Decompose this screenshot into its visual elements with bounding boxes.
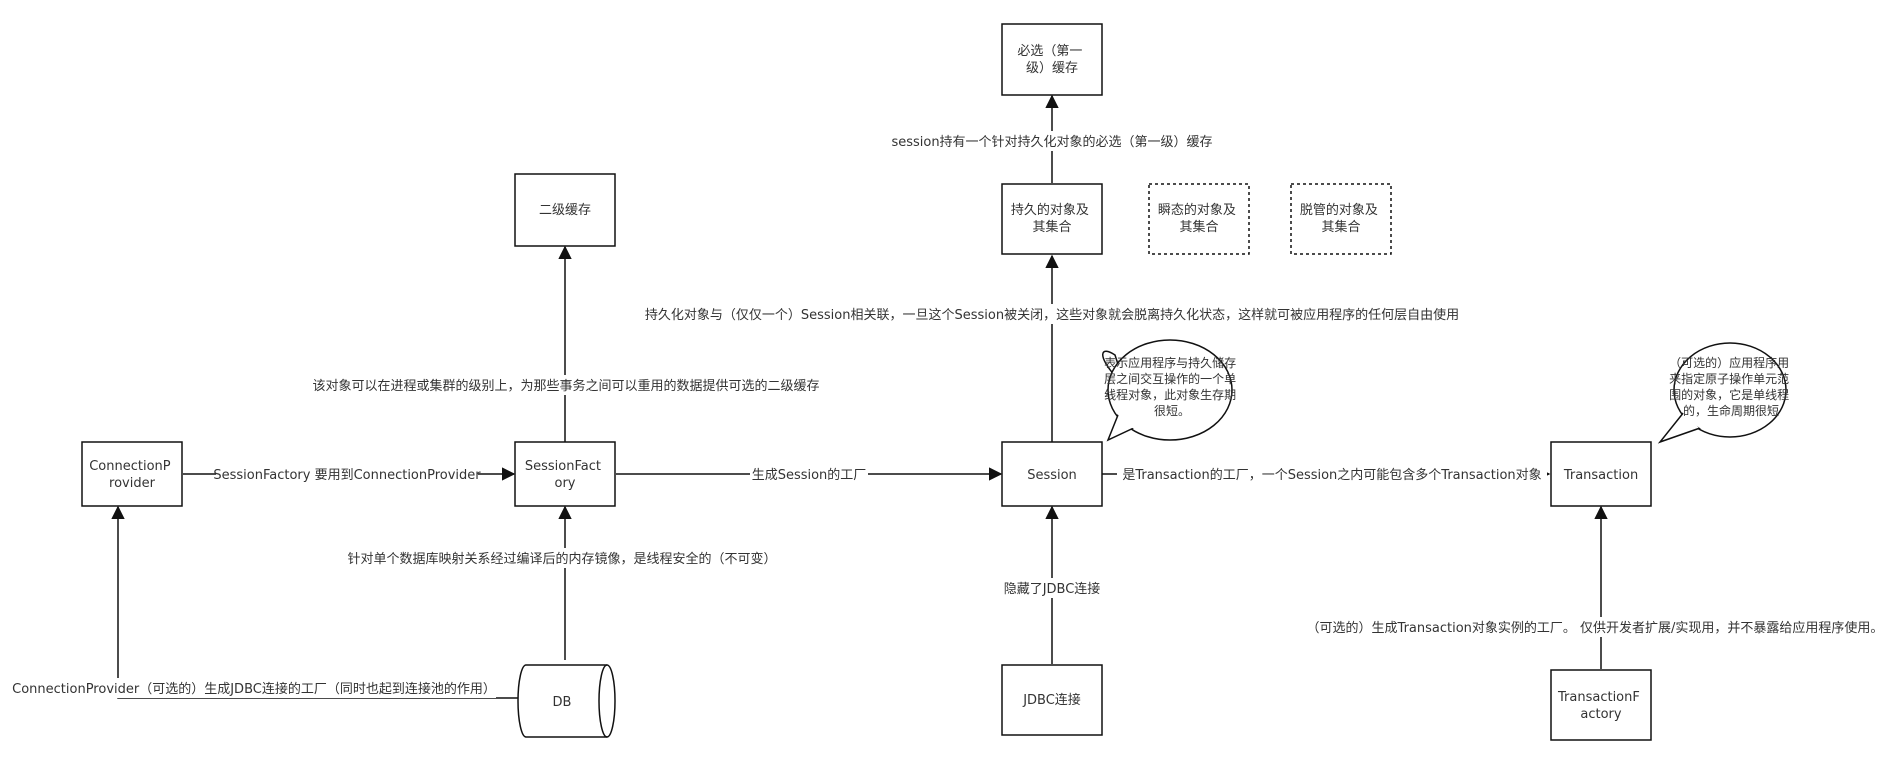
label-transaction: Transaction <box>1563 468 1638 483</box>
edge-label-session-to-tx: 是Transaction的工厂，一个Session之内可能包含多个Transac… <box>1122 467 1541 483</box>
node-detached-objects <box>1290 183 1392 255</box>
label-second-level-cache: 二级缓存 <box>539 203 591 218</box>
label-detached-objects: 脱管的对象及 其集合 <box>1300 202 1382 235</box>
edge-db-to-cp <box>111 505 519 699</box>
node-first-level-cache <box>1001 23 1103 96</box>
node-connection-provider <box>81 441 183 507</box>
label-first-level-cache: 必选（第一 级）缓存 <box>1017 44 1086 76</box>
label-transient-objects: 瞬态的对象及 其集合 <box>1158 202 1240 235</box>
edge-label-persistent-to-cache1: session持有一个针对持久化对象的必选（第一级）缓存 <box>891 134 1212 150</box>
node-second-level-cache <box>514 173 616 247</box>
callout-transaction-text: （可选的）应用程序用 来指定原子操作单元范 围的对象，它是单线程 的，生命周期很… <box>1669 355 1793 418</box>
node-session <box>1001 441 1103 507</box>
label-connection-provider: ConnectionP rovider <box>89 459 175 491</box>
edge-label-cp-to-sf: SessionFactory 要用到ConnectionProvider <box>213 468 481 483</box>
edge-label-db-to-cp: ConnectionProvider（可选的）生成JDBC连接的工厂（同时也起到… <box>12 681 496 697</box>
label-jdbc: JDBC连接 <box>1022 692 1081 708</box>
edge-label-sf-to-cache2: 该对象可以在进程或集群的级别上，为那些事务之间可以重用的数据提供可选的二级缓存 <box>312 378 819 394</box>
node-persistent-objects <box>1001 183 1103 255</box>
node-db <box>517 664 616 738</box>
edge-label-sf-to-session: 生成Session的工厂 <box>752 467 867 483</box>
edge-label-db-to-sf: 针对单个数据库映射关系经过编译后的内存镜像，是线程安全的（不可变） <box>347 551 776 567</box>
node-transaction <box>1550 441 1652 507</box>
node-jdbc <box>1001 664 1103 736</box>
label-db: DB <box>553 695 572 710</box>
node-transient-objects <box>1148 183 1250 255</box>
label-session-factory: SessionFact ory <box>525 459 605 491</box>
label-transaction-factory: TransactionF actory <box>1557 690 1644 722</box>
label-session: Session <box>1027 468 1077 483</box>
node-transaction-factory <box>1550 669 1652 741</box>
edge-label-jdbc-to-session: 隐藏了JDBC连接 <box>1004 581 1101 597</box>
edge-label-txf-to-tx: （可选的）生成Transaction对象实例的工厂。 仅供开发者扩展/实现用，并… <box>1307 620 1884 636</box>
label-persistent-objects: 持久的对象及 其集合 <box>1011 202 1093 235</box>
edge-label-session-to-persistent: 持久化对象与（仅仅一个）Session相关联，一旦这个Session被关闭，这些… <box>645 307 1459 323</box>
callout-session-text: 表示应用程序与持久储存 层之间交互操作的一个单 线程对象，此对象生存期 很短。 <box>1104 355 1240 418</box>
node-session-factory <box>514 441 616 507</box>
